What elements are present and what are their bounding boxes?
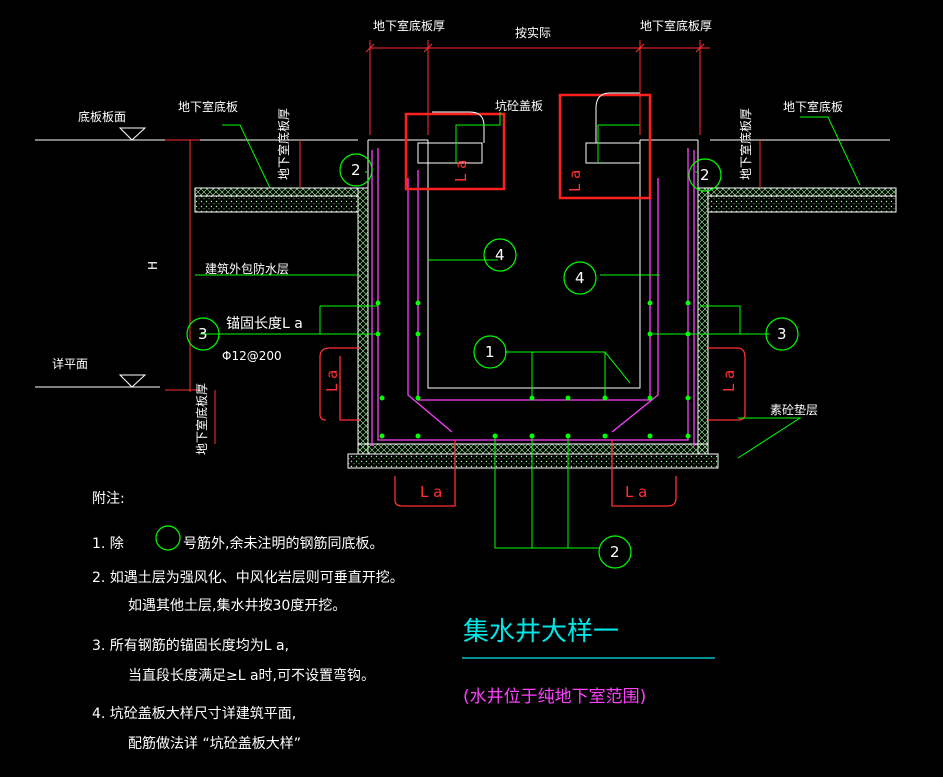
bubble-4-right: 4 — [575, 269, 585, 287]
rebar-spec-label: Φ12@200 — [222, 349, 282, 363]
note-4: 4. 坑砼盖板大样尺寸详建筑平面, — [92, 706, 296, 722]
notes-heading: 附注: — [92, 491, 125, 507]
level-marks — [118, 127, 147, 388]
note-1b: 号筋外,余未注明的钢筋同底板。 — [183, 535, 383, 552]
la-label-6: L a — [625, 483, 647, 501]
slab-thick-vert-left: 地下室底板厚 — [276, 108, 291, 180]
note-1a: 1. 除 — [92, 536, 124, 552]
la-label-1: L a — [452, 160, 470, 182]
slab-left-label: 地下室底板 — [178, 99, 238, 114]
rebar-red — [319, 347, 746, 507]
la-label-2: L a — [566, 170, 584, 192]
slab-right — [707, 187, 897, 213]
drawing-title: 集水井大样一 — [463, 617, 619, 647]
callout-circles — [155, 153, 799, 569]
pit-cover — [417, 92, 641, 164]
rebar-dots — [375, 300, 691, 439]
note-3: 3. 所有钢筋的锚固长度均为L a, — [92, 637, 289, 654]
height-h-label: H — [146, 261, 160, 270]
dim-slab-thick-right: 地下室底板厚 — [640, 18, 712, 33]
note-4b: 配筋做法详 “坑砼盖板大样” — [128, 735, 301, 752]
waterproof-label: 建筑外包防水层 — [205, 261, 289, 276]
bubble-2-right: 2 — [700, 166, 710, 184]
detail-level-label: 详平面 — [52, 356, 88, 371]
slab-thick-vert-bottom: 地下室底板厚 — [194, 383, 209, 455]
slab-top-label: 底板板面 — [78, 109, 126, 124]
anchor-length-label: 锚固长度L a — [226, 316, 303, 332]
bubble-3-right: 3 — [777, 325, 787, 343]
note-2b: 如遇其他土层,集水井按30度开挖。 — [128, 597, 346, 614]
la-label-4: L a — [720, 370, 738, 392]
drawing-subtitle: (水井位于纯地下室范围) — [463, 687, 646, 707]
la-label-3: L a — [323, 370, 341, 392]
la-label-5: L a — [420, 483, 442, 501]
pit-walls — [347, 187, 719, 469]
top-dimensions — [165, 40, 761, 444]
green-leaders — [195, 112, 861, 549]
note-2: 2. 如遇土层为强风化、中风化岩层则可垂直开挖。 — [92, 569, 404, 586]
bubble-1: 1 — [485, 343, 495, 361]
bubble-3-left: 3 — [198, 325, 208, 343]
dim-actual: 按实际 — [515, 25, 551, 40]
dim-slab-thick-left: 地下室底板厚 — [373, 18, 445, 33]
pit-cover-label: 坑砼盖板 — [495, 98, 543, 113]
concrete-cushion-label: 素砼垫层 — [770, 402, 818, 417]
highlight-boxes — [404, 93, 652, 200]
bubble-2-left: 2 — [351, 161, 361, 179]
bubble-2-bottom: 2 — [610, 543, 620, 561]
slab-right-label: 地下室底板 — [783, 99, 843, 114]
slab-thick-vert-right: 地下室底板厚 — [738, 108, 753, 180]
slab-left — [194, 187, 359, 213]
note-3b: 当直段长度满足≥L a时,可不设置弯钩。 — [128, 667, 375, 684]
rebar-magenta — [371, 148, 695, 446]
bubble-4-center: 4 — [495, 246, 505, 264]
